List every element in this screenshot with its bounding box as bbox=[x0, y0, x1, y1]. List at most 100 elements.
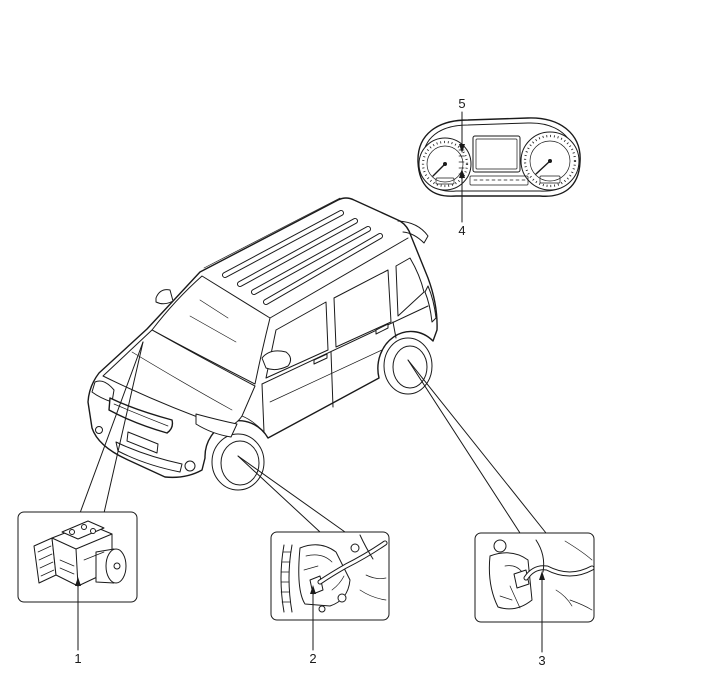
front-door-front-seam bbox=[261, 383, 265, 433]
inset-1-connector-detail bbox=[37, 545, 55, 577]
callout-3: 3 bbox=[538, 571, 546, 668]
windshield-reflection bbox=[189, 299, 237, 343]
inset-3-knuckle bbox=[488, 552, 533, 610]
rear-rim bbox=[392, 345, 428, 389]
inset-2-upper-hose bbox=[359, 534, 374, 560]
door-center-seam bbox=[330, 351, 334, 408]
inset-2 bbox=[270, 531, 390, 621]
right-gauge-hub bbox=[548, 159, 552, 163]
license-plate-area bbox=[126, 431, 159, 454]
hood-crease bbox=[131, 351, 233, 411]
front-grille bbox=[108, 397, 174, 434]
inset-2-brake-disc-inner bbox=[288, 544, 293, 613]
inset-3 bbox=[474, 532, 595, 623]
right-gauge-needle bbox=[535, 160, 551, 175]
leader-front-sensor-a bbox=[237, 455, 321, 533]
rear-lamp bbox=[424, 285, 437, 323]
front-fender-line bbox=[241, 415, 263, 431]
left-gauge-needle bbox=[432, 163, 446, 177]
inset-1-motor-center bbox=[113, 562, 121, 570]
front-tire bbox=[211, 433, 265, 491]
left-gauge-hub bbox=[443, 162, 447, 166]
callout-2: 2 bbox=[309, 585, 317, 666]
inset-1-port-1 bbox=[69, 529, 75, 535]
inset-2-sensor-cable bbox=[318, 541, 387, 584]
far-fog-light bbox=[95, 426, 103, 434]
near-headlight bbox=[195, 413, 238, 438]
near-side-mirror bbox=[261, 350, 292, 371]
rear-quarter-window bbox=[395, 257, 425, 317]
callout-4: 4 bbox=[458, 169, 466, 238]
warning-lamp-strip bbox=[469, 175, 529, 186]
inset-1 bbox=[17, 511, 138, 603]
front-rim bbox=[220, 440, 260, 486]
inset-2-disc-vanes bbox=[280, 551, 292, 603]
callout-5-label: 5 bbox=[458, 96, 465, 111]
front-door-handle bbox=[313, 353, 328, 365]
vehicle bbox=[87, 197, 438, 491]
roof-rib-1 bbox=[223, 211, 343, 277]
inset-1-port-3 bbox=[90, 528, 96, 534]
callout-1: 1 bbox=[74, 577, 82, 666]
inset-3-knuckle-detail bbox=[499, 565, 523, 609]
roof-rib-2 bbox=[238, 219, 357, 286]
callout-5: 5 bbox=[458, 96, 466, 153]
inset-2-bolt-1 bbox=[350, 543, 360, 553]
instrument-cluster bbox=[417, 117, 581, 197]
callout-1-arrowhead bbox=[75, 577, 81, 586]
callout-4-label: 4 bbox=[458, 223, 465, 238]
roof-far-rail bbox=[203, 197, 341, 269]
inset-3-upper-hose bbox=[535, 539, 545, 573]
right-gauge-ticks bbox=[523, 134, 577, 188]
leader-rear-sensor-b bbox=[407, 359, 547, 534]
inset-3-upper-fitting bbox=[493, 539, 507, 553]
inset-1-port-2 bbox=[81, 524, 87, 530]
inset-2-bolt-3 bbox=[318, 605, 326, 613]
left-gauge-ticks bbox=[421, 140, 469, 188]
callout-5-arrowhead bbox=[459, 144, 465, 153]
inset-3-sensor-cable bbox=[524, 566, 594, 580]
lower-intake bbox=[115, 441, 183, 473]
leader-rear-sensor-a bbox=[407, 359, 521, 534]
inset-1-motor-cap bbox=[105, 548, 127, 584]
cluster-center-display-inner bbox=[475, 138, 518, 170]
roof-ribs bbox=[222, 210, 383, 305]
leader-front-sensor-b bbox=[237, 455, 346, 533]
callout-4-arrowhead bbox=[459, 169, 465, 178]
inset-2-brake-disc-outer bbox=[280, 544, 285, 613]
right-gauge-lower-display bbox=[539, 175, 561, 184]
rear-door-rear-seam bbox=[392, 321, 397, 339]
windshield bbox=[151, 275, 271, 385]
callout-2-label: 2 bbox=[309, 651, 316, 666]
inset-2-bolt-2 bbox=[337, 593, 347, 603]
cluster-center-display bbox=[472, 135, 521, 173]
left-gauge-lower-display bbox=[435, 177, 455, 185]
inset-1-block-shading bbox=[59, 551, 105, 575]
roof-rib-3 bbox=[252, 227, 370, 294]
right-gauge-face bbox=[529, 140, 571, 182]
inset-3-background-lines bbox=[555, 540, 593, 611]
inset-2-knuckle-detail bbox=[303, 554, 345, 591]
front-wheel bbox=[211, 433, 265, 491]
inset-2-background-lines bbox=[359, 574, 387, 601]
left-gauge-face bbox=[426, 145, 464, 183]
callout-1-label: 1 bbox=[74, 651, 81, 666]
belt-line bbox=[261, 305, 429, 385]
leader-hecu-b bbox=[103, 341, 144, 514]
rear-door-handle bbox=[375, 323, 389, 335]
inset-3-sensor-head bbox=[513, 569, 530, 589]
fog-light bbox=[184, 460, 196, 472]
rear-wheel bbox=[383, 337, 433, 395]
leader-hecu-a bbox=[79, 341, 144, 514]
leader-lines bbox=[79, 341, 547, 534]
roof-rib-4 bbox=[264, 234, 382, 304]
grille-bar bbox=[113, 403, 169, 427]
callout-3-arrowhead bbox=[539, 571, 545, 580]
callout-3-label: 3 bbox=[538, 653, 545, 668]
roof-near-edge bbox=[269, 237, 409, 319]
callout-2-arrowhead bbox=[310, 585, 316, 594]
rear-door-window bbox=[333, 269, 392, 348]
rear-spoiler bbox=[397, 220, 429, 244]
side-character-line bbox=[269, 349, 383, 403]
